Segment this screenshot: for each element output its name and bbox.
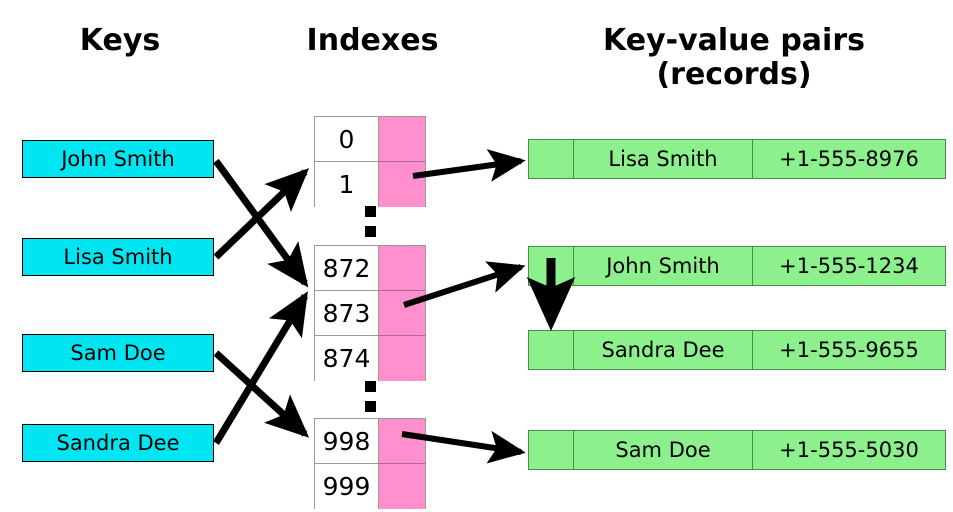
- index-group-high: 998 999: [314, 418, 426, 509]
- index-number-999: 999: [315, 464, 378, 509]
- record-phone: +1-555-5030: [779, 438, 919, 462]
- index-number-874: 874: [315, 336, 378, 381]
- index-slot-999[interactable]: [378, 463, 425, 509]
- record-sam-doe[interactable]: Sam Doe +1-555-5030: [528, 430, 946, 470]
- index-row-1[interactable]: 1: [315, 161, 425, 207]
- arrow-sandra-dee-to-873: [213, 291, 308, 445]
- index-row-998[interactable]: 998: [315, 419, 425, 464]
- ellipsis-dot: [364, 226, 376, 237]
- column-title-keys: Keys: [79, 23, 161, 58]
- index-row-873[interactable]: 873: [315, 290, 425, 336]
- index-row-872[interactable]: 872: [315, 246, 425, 291]
- index-slot-874[interactable]: [378, 335, 425, 381]
- record-pointer-cell[interactable]: [529, 140, 574, 178]
- record-sandra-dee[interactable]: Sandra Dee +1-555-9655: [528, 330, 946, 370]
- record-pointer-cell[interactable]: [529, 247, 574, 285]
- record-pointer-cell[interactable]: [529, 331, 574, 369]
- index-row-999[interactable]: 999: [315, 463, 425, 509]
- ellipsis-dot: [364, 401, 376, 412]
- arrow-slot-1-to-record-lisa-smith: [412, 149, 526, 182]
- index-slot-872[interactable]: [378, 246, 425, 290]
- index-ellipsis-upper: [314, 206, 426, 237]
- record-name: John Smith: [574, 247, 753, 285]
- ellipsis-dot: [364, 206, 376, 217]
- record-name: Sam Doe: [574, 431, 753, 469]
- key-box-sandra-dee[interactable]: Sandra Dee: [22, 424, 214, 462]
- column-title-indexes: Indexes: [306, 23, 439, 58]
- key-box-sam-doe[interactable]: Sam Doe: [22, 334, 214, 372]
- record-pointer-cell[interactable]: [529, 431, 574, 469]
- index-ellipsis-lower: [314, 381, 426, 412]
- index-number-872: 872: [315, 246, 378, 290]
- column-title-records: Key-value pairs (records): [603, 23, 865, 92]
- index-row-874[interactable]: 874: [315, 335, 425, 381]
- record-john-smith[interactable]: John Smith +1-555-1234: [528, 246, 946, 286]
- record-name: Sandra Dee: [574, 331, 753, 369]
- index-number-0: 0: [315, 117, 378, 161]
- index-group-low: 0 1: [314, 116, 426, 207]
- record-name: Lisa Smith: [574, 140, 753, 178]
- ellipsis-dot: [364, 381, 376, 392]
- key-box-john-smith[interactable]: John Smith: [22, 140, 214, 178]
- index-number-873: 873: [315, 291, 378, 335]
- arrow-lisa-smith-to-1: [213, 168, 310, 260]
- record-phone: +1-555-1234: [779, 254, 919, 278]
- arrow-john-smith-to-873: [213, 158, 309, 288]
- index-group-mid: 872 873 874: [314, 245, 426, 381]
- record-lisa-smith[interactable]: Lisa Smith +1-555-8976: [528, 139, 946, 179]
- index-row-0[interactable]: 0: [315, 117, 425, 162]
- index-slot-1[interactable]: [378, 161, 425, 207]
- index-slot-0[interactable]: [378, 117, 425, 161]
- index-number-1: 1: [315, 162, 378, 207]
- arrow-sam-doe-to-998: [213, 350, 310, 438]
- index-slot-998[interactable]: [378, 419, 425, 463]
- record-phone: +1-555-8976: [779, 147, 919, 171]
- index-slot-873[interactable]: [378, 290, 425, 335]
- record-phone: +1-555-9655: [779, 338, 919, 362]
- index-number-998: 998: [315, 419, 378, 463]
- key-box-lisa-smith[interactable]: Lisa Smith: [22, 238, 214, 276]
